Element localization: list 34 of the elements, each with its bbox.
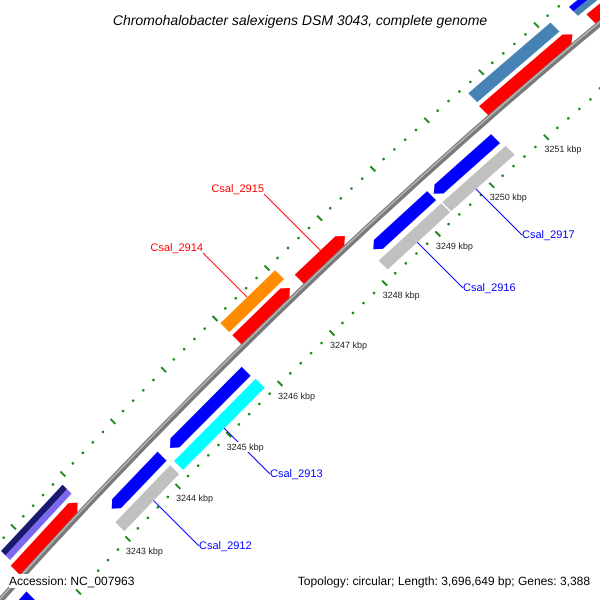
pointed-gene-block: [10, 502, 78, 575]
info-text: Topology: circular; Length: 3,696,649 bp; Genes: 3,388: [298, 574, 590, 588]
gene-label: Csal_2912: [199, 540, 252, 552]
pointed-gene-block: [232, 288, 290, 344]
tick-label: 3250 kbp: [490, 192, 527, 202]
pointed-gene-block: [373, 191, 436, 250]
tick-label: 3246 kbp: [278, 390, 316, 400]
pointed-gene-block: [479, 34, 572, 116]
info-text: Accession: NC_007963: [9, 574, 134, 588]
gene-label: Csal_2914: [150, 242, 203, 254]
gene-label: Csal_2917: [522, 229, 575, 241]
tick-label: 3243 kbp: [126, 546, 163, 556]
leader-line: [202, 252, 248, 298]
pointed-gene-block: [112, 452, 167, 509]
chart-title: Chromohalobacter salexigens DSM 3043, complete genome: [112, 11, 488, 30]
gene-label: Csal_2915: [211, 183, 264, 195]
gene-label: Csal_2916: [463, 282, 516, 294]
tick-label: 3245 kbp: [226, 442, 264, 452]
leader-line: [416, 242, 464, 288]
tick-label: 3244 kbp: [176, 493, 213, 504]
pointed-gene-block: [434, 134, 500, 194]
gene-block: [220, 270, 284, 332]
gene-block: [174, 378, 265, 470]
gene-block: [1, 484, 72, 560]
tick-label: 3251 kbp: [544, 144, 582, 154]
leader-line: [475, 188, 522, 236]
tick-label: 3248 kbp: [382, 290, 420, 300]
gene-label: Csal_2913: [270, 468, 323, 480]
tick-label: 3247 kbp: [330, 340, 368, 350]
tick-label: 3249 kbp: [436, 240, 473, 251]
leader-line: [153, 500, 200, 546]
gene-block: [568, 0, 600, 16]
pointed-gene-block: [294, 236, 345, 284]
leader-line: [264, 194, 321, 251]
